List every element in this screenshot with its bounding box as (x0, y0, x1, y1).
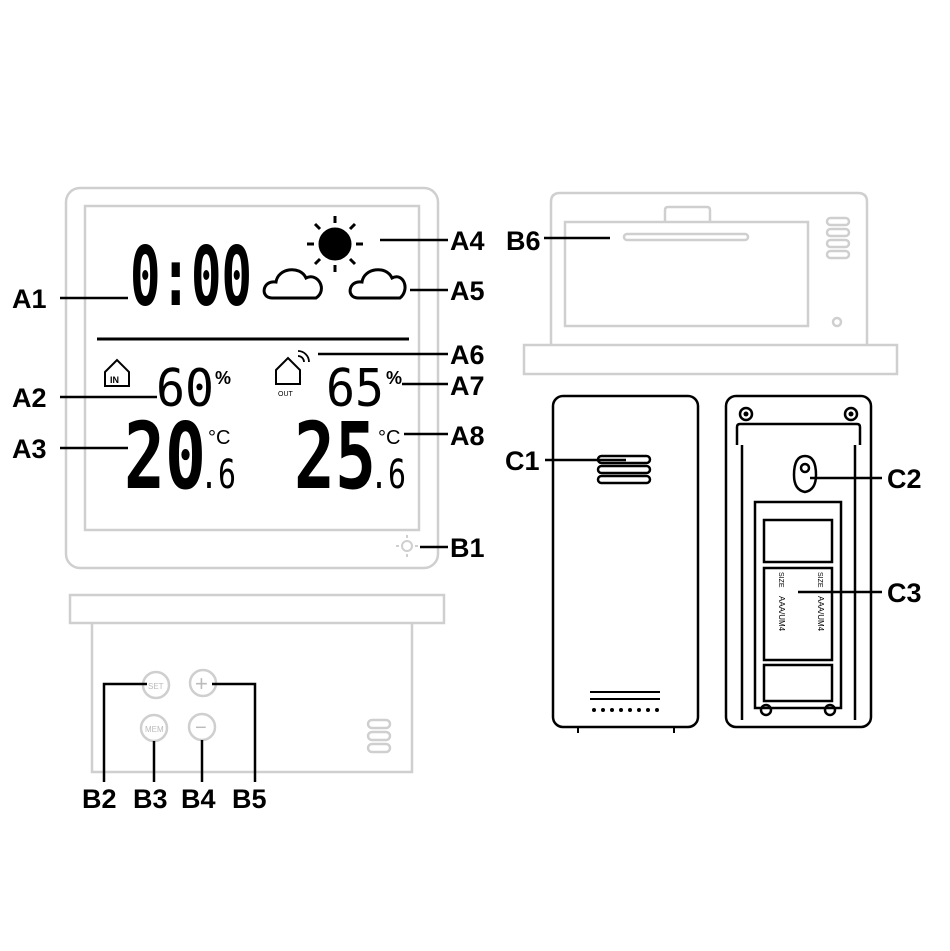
indicator-dots (592, 708, 659, 712)
callout-a2: A2 (12, 383, 47, 413)
indoor-temperature-unit: °C (208, 427, 230, 449)
callout-b1: B1 (450, 533, 485, 563)
signal-icon (298, 351, 309, 362)
callout-c1: C1 (505, 446, 540, 476)
callout-b3: B3 (133, 784, 168, 814)
callout-b4: B4 (181, 784, 216, 814)
callout-c3: C3 (887, 578, 922, 608)
sun-icon (307, 216, 363, 272)
callout-b2: B2 (82, 784, 117, 814)
callout-a7: A7 (450, 371, 485, 401)
callout-b6: B6 (506, 226, 541, 256)
svg-text:SET: SET (148, 682, 164, 691)
svg-text:MEM: MEM (145, 725, 164, 734)
cloud-icon (264, 270, 321, 298)
callout-a3: A3 (12, 434, 47, 464)
outdoor-temperature-unit: °C (378, 427, 400, 449)
svg-text:−: − (195, 717, 207, 739)
callout-c2: C2 (887, 464, 922, 494)
clock-digits: 0:00 (130, 230, 252, 325)
indoor-temperature-decimal: .6 (200, 452, 236, 498)
battery-compartment (755, 502, 841, 708)
battery-label-left: AAA/UM4 (777, 596, 786, 632)
battery-size-right: SIZE (816, 572, 823, 588)
callout-a6: A6 (450, 340, 485, 370)
callout-a8: A8 (450, 421, 485, 451)
outdoor-temperature: 25 (294, 403, 376, 510)
indoor-temperature: 20 (124, 403, 206, 510)
callout-b5: B5 (232, 784, 267, 814)
sensor-front (553, 396, 698, 733)
indoor-humidity-unit: % (215, 368, 231, 388)
station-back (524, 193, 897, 374)
callout-a1: A1 (12, 284, 47, 314)
minus-button[interactable]: − (189, 714, 215, 740)
battery-label-right: AAA/UM4 (816, 596, 825, 632)
outdoor-label: OUT (278, 391, 294, 398)
mem-button[interactable]: MEM (141, 715, 167, 741)
backlight-icon (396, 535, 418, 557)
callout-a4: A4 (450, 226, 485, 256)
svg-text:+: + (195, 671, 208, 696)
callout-a5: A5 (450, 276, 485, 306)
outdoor-temperature-decimal: .6 (370, 452, 406, 498)
sensor-back: AAA/UM4 AAA/UM4 SIZE SIZE (726, 396, 871, 727)
indoor-label: IN (110, 375, 119, 385)
house-icon (276, 358, 300, 384)
cloud-icon (350, 270, 405, 298)
wall-hook-slot (794, 456, 816, 492)
battery-size-left: SIZE (777, 572, 784, 588)
outdoor-humidity-unit: % (386, 368, 402, 388)
